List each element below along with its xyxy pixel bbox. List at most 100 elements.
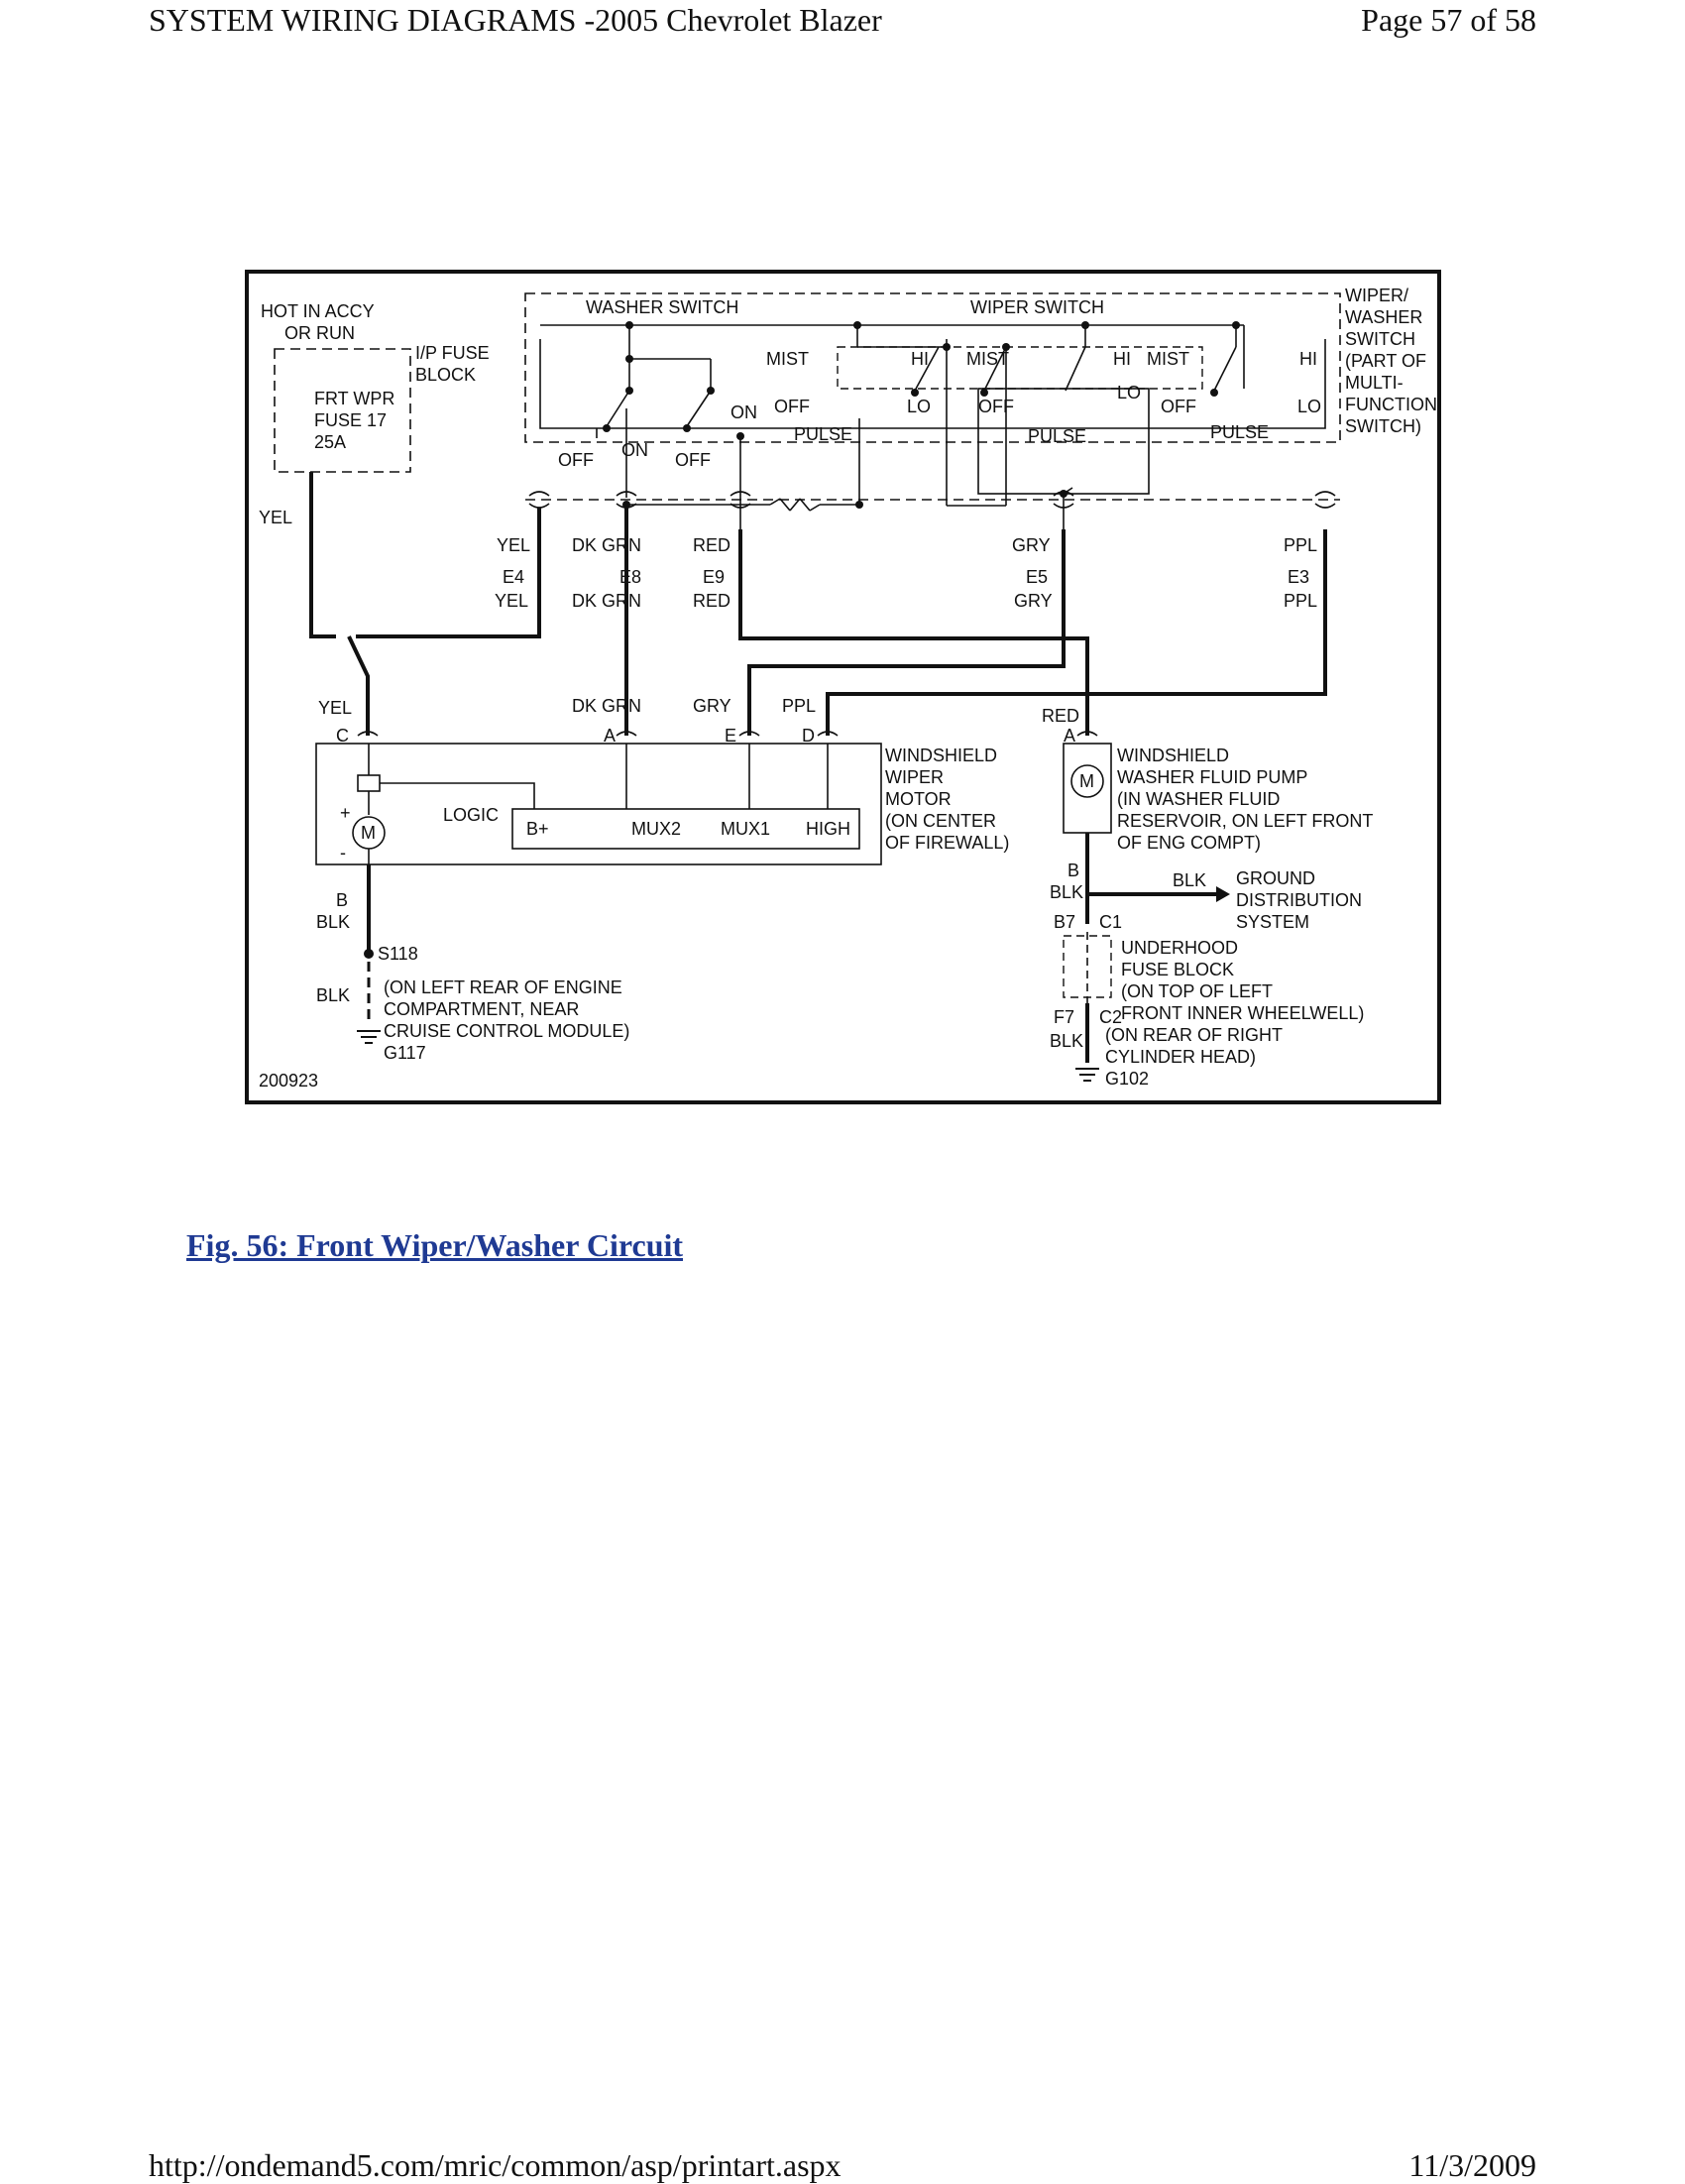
label-wiper-motor-2: WIPER [885,767,944,787]
label-uh-1: UNDERHOOD [1121,938,1238,958]
label-fuse-block-2: BLOCK [415,365,476,385]
label-fuse-2: FUSE 17 [314,410,387,430]
label-on-1: ON [621,440,648,460]
label-mist-3: MIST [1147,349,1189,369]
multifunction-switch-box [524,292,1341,443]
label-gnd-2: DISTRIBUTION [1236,890,1362,910]
label-e4: E4 [503,567,524,587]
label-pin-c: C [336,726,349,746]
label-plus: + [340,803,351,823]
wiring-diagram: HOT IN ACCY OR RUN I/P FUSE BLOCK FRT WP… [245,270,1441,1104]
ip-fuse-block [274,348,411,473]
label-fuse-block-1: I/P FUSE [415,343,490,363]
label-minus: - [340,843,346,862]
label-gry-mid: GRY [1014,591,1053,611]
switch-contacts [603,321,1240,509]
label-uh-4: FRONT INNER WHEELWELL) [1121,1003,1364,1023]
label-ppl-top: PPL [1284,535,1317,555]
label-s118: S118 [378,944,418,964]
label-pin-a: A [604,726,616,746]
label-washer-switch: WASHER SWITCH [586,297,738,317]
ground-symbols [357,1030,1099,1082]
label-uh-3: (ON TOP OF LEFT [1121,981,1273,1001]
label-wiper-motor-3: MOTOR [885,789,952,809]
label-mux2: MUX2 [631,819,681,839]
label-g117: G117 [384,1043,426,1063]
label-off-1: OFF [558,450,594,470]
label-e5: E5 [1026,567,1048,587]
harness-wires [309,472,1327,736]
label-pump-m: M [1079,771,1094,791]
pump-motor-symbol [1070,764,1104,798]
label-hot-1: HOT IN ACCY [261,301,375,321]
label-s118-3: CRUISE CONTROL MODULE) [384,1021,629,1041]
label-e9: E9 [703,567,725,587]
label-wiper-motor-1: WINDSHIELD [885,746,997,765]
label-blk-ground: BLK [1173,870,1206,890]
connector-symbols [357,491,1340,737]
label-red-pump: RED [1042,706,1079,726]
label-motor-m: M [361,823,376,843]
label-mfs-5: MULTI- [1345,373,1404,393]
label-blk-b: BLK [316,912,350,932]
label-hi-2: HI [1113,349,1131,369]
diagram-frame [245,270,1441,1104]
footer-date: 11/3/2009 [1408,2147,1536,2183]
label-g102-2: CYLINDER HEAD) [1105,1047,1256,1067]
label-e8: E8 [619,567,641,587]
label-pump-4: RESERVOIR, ON LEFT FRONT [1117,811,1373,831]
label-logic: LOGIC [443,805,499,825]
label-dkgrn-top: DK GRN [572,535,641,555]
label-mfs-1: WIPER/ [1345,286,1408,305]
label-g102: G102 [1105,1069,1149,1089]
label-mist-2: MIST [966,349,1009,369]
label-wiper-switch: WIPER SWITCH [970,297,1104,317]
label-mfs-6: FUNCTION [1345,395,1437,414]
page-header-title: SYSTEM WIRING DIAGRAMS -2005 Chevrolet B… [149,2,882,38]
figure-caption-link[interactable]: Fig. 56: Front Wiper/Washer Circuit [186,1227,684,1263]
label-hi-1: HI [911,349,929,369]
label-pulse-1: PULSE [794,424,852,444]
label-pump-3: (IN WASHER FLUID [1117,789,1280,809]
label-pin-d: D [802,726,815,746]
label-pulse-2: PULSE [1028,426,1086,446]
label-ppl-mid: PPL [1284,591,1317,611]
wiper-motor-internals [352,744,829,864]
label-off-3: OFF [774,397,810,416]
label-pump-2: WASHER FLUID PUMP [1117,767,1307,787]
ground-wires [367,833,1216,954]
label-c2: C2 [1099,1007,1122,1027]
label-blk-g117: BLK [316,985,350,1005]
label-off-5: OFF [1161,397,1196,416]
label-mfs-4: (PART OF [1345,351,1426,371]
splice-s118 [364,949,374,959]
wiper-switch-inner-box [837,346,1203,390]
label-gnd-1: GROUND [1236,868,1315,888]
label-gry-top: GRY [1012,535,1051,555]
label-dkgrn-mid: DK GRN [572,591,641,611]
label-off-4: OFF [978,397,1014,416]
label-fuse-1: FRT WPR [314,389,394,408]
label-gry-e: GRY [693,696,731,716]
label-pulse-3: PULSE [1210,422,1269,442]
label-f7: F7 [1054,1007,1074,1027]
label-blk-pump: BLK [1050,882,1083,902]
diagram-labels: HOT IN ACCY OR RUN I/P FUSE BLOCK FRT WP… [259,286,1437,1091]
footer-url: http://ondemand5.com/mric/common/asp/pri… [149,2147,842,2183]
label-lo-2: LO [1117,383,1141,402]
switch-internal-wiring [539,324,1326,529]
label-pump-5: OF ENG COMPT) [1117,833,1261,853]
label-b-plus: B+ [526,819,549,839]
label-hot-2: OR RUN [284,323,355,343]
label-hi-3: HI [1299,349,1317,369]
label-dkgrn-a: DK GRN [572,696,641,716]
label-red-mid: RED [693,591,730,611]
label-off-2: OFF [675,450,711,470]
label-pump-1: WINDSHIELD [1117,746,1229,765]
label-mfs-7: SWITCH) [1345,416,1421,436]
label-on-2: ON [730,402,757,422]
label-s118-2: COMPARTMENT, NEAR [384,999,579,1019]
label-yel-c: YEL [318,698,352,718]
label-fuse-3: 25A [314,432,346,452]
page-number: Page 57 of 58 [1361,2,1536,38]
